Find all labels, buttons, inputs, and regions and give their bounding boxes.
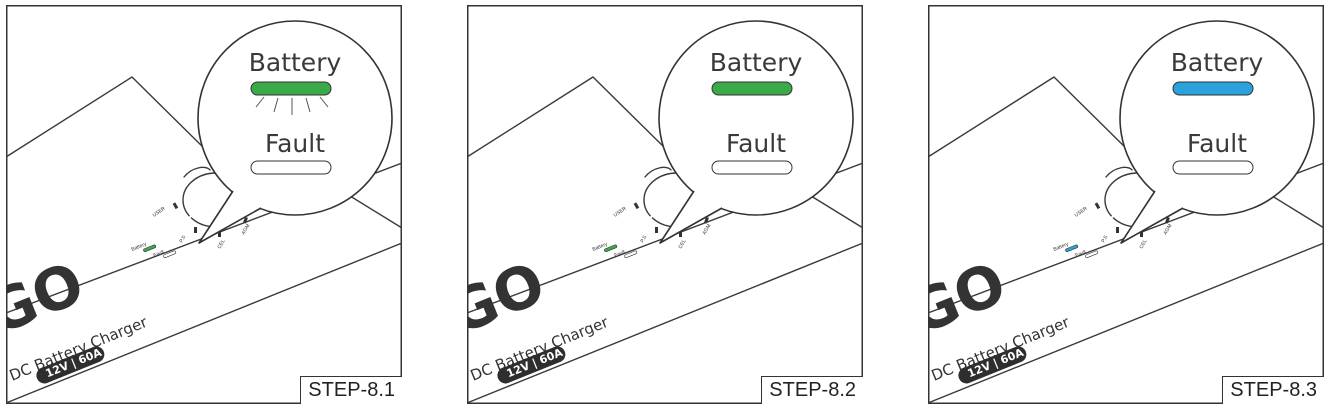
mode-tick-cel <box>218 231 221 237</box>
charger-illustration: USER P.S CEL AGM Battery Fault GO DC Bat… <box>6 5 402 404</box>
device-spec-badge <box>958 346 1027 384</box>
mode-label-agm: AGM <box>702 223 713 236</box>
callout-fault-label: Fault <box>1187 129 1247 158</box>
callout-battery-label: Battery <box>1171 48 1264 77</box>
mode-label-cel: CEL <box>217 238 227 250</box>
device-top-edge <box>6 76 212 158</box>
callout-circle <box>197 20 393 216</box>
mode-tick-ps <box>194 227 197 233</box>
mode-tick-agm <box>243 216 248 224</box>
mode-label-ps: P.S <box>640 234 649 244</box>
callout-battery-label: Battery <box>710 48 803 77</box>
mode-tick-agm <box>704 216 709 224</box>
device-spec-badge <box>497 346 566 384</box>
device-indicator-fault-label: Fault <box>614 249 627 259</box>
step-panel-8-3: USER P.S CEL AGM Battery Fault GO DC Bat… <box>928 5 1324 404</box>
mode-tick-ps <box>1116 227 1119 233</box>
device-top-edge <box>928 76 1134 158</box>
callout-circle <box>658 20 854 216</box>
battery-led-blink-rays <box>255 96 329 115</box>
callout-fault-label: Fault <box>265 129 325 158</box>
mode-label-cel: CEL <box>678 238 688 250</box>
callout-battery-label: Battery <box>249 48 342 77</box>
callout-join <box>695 191 735 205</box>
device-fault-led <box>1085 250 1099 258</box>
device-battery-led <box>1065 244 1079 252</box>
callout-circle <box>1119 20 1315 216</box>
mode-label-agm: AGM <box>241 223 252 236</box>
step-panel-8-2: USER P.S CEL AGM Battery Fault GO DC Bat… <box>467 5 863 404</box>
device-indicator-fault-label: Fault <box>1075 249 1088 259</box>
fault-led <box>250 160 332 175</box>
step-panel-8-1: USER P.S CEL AGM Battery Fault GO DC Bat… <box>6 5 402 404</box>
device-base-edge <box>6 242 402 404</box>
mode-label-agm: AGM <box>1163 223 1174 236</box>
mode-tick-ps <box>655 227 658 233</box>
mode-ticks <box>172 202 248 237</box>
device-base-edge <box>928 242 1324 404</box>
mode-tick-agm <box>1165 216 1170 224</box>
callout-join <box>1156 191 1196 205</box>
mode-tick-user <box>1094 202 1101 210</box>
fault-led <box>711 160 793 175</box>
device-indicators: Battery Fault <box>131 241 177 259</box>
device-fault-led <box>624 250 638 258</box>
mode-tick-user <box>633 202 640 210</box>
battery-led <box>1172 81 1254 96</box>
charger-illustration: USER P.S CEL AGM Battery Fault GO DC Bat… <box>928 5 1324 404</box>
knob-rim <box>1105 166 1133 178</box>
battery-led <box>711 81 793 96</box>
callout-fault-label: Fault <box>726 129 786 158</box>
device-indicator-battery-label: Battery <box>131 241 148 253</box>
device-battery-led <box>604 244 618 252</box>
step-label: STEP-8.2 <box>761 376 863 404</box>
mode-ticks <box>633 202 709 237</box>
mode-ticks <box>1094 202 1170 237</box>
charger-illustration: USER P.S CEL AGM Battery Fault GO DC Bat… <box>467 5 863 404</box>
device-spec-badge <box>36 346 105 384</box>
mode-label-ps: P.S <box>179 234 188 244</box>
mode-tick-cel <box>679 231 682 237</box>
device-indicator-fault-label: Fault <box>153 249 166 259</box>
mode-tick-user <box>172 202 179 210</box>
device-battery-led <box>143 244 157 252</box>
callout-join <box>234 191 274 205</box>
device-base-edge <box>467 242 863 404</box>
step-label: STEP-8.1 <box>300 376 402 404</box>
device-indicator-battery-label: Battery <box>592 241 609 253</box>
battery-led <box>250 81 332 96</box>
device-fault-led <box>163 250 177 258</box>
mode-tick-cel <box>1140 231 1143 237</box>
device-indicators: Battery Fault <box>592 241 638 259</box>
device-top-edge <box>467 76 673 158</box>
device-indicator-battery-label: Battery <box>1053 241 1070 253</box>
mode-label-cel: CEL <box>1139 238 1149 250</box>
knob-rim <box>644 166 672 178</box>
mode-label-ps: P.S <box>1101 234 1110 244</box>
device-indicators: Battery Fault <box>1053 241 1099 259</box>
fault-led <box>1172 160 1254 175</box>
step-label: STEP-8.3 <box>1222 376 1324 404</box>
knob-rim <box>183 166 211 178</box>
